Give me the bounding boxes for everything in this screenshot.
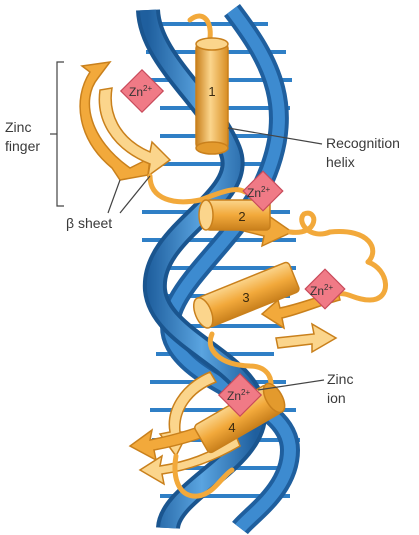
- svg-text:Zn2+: Zn2+: [129, 84, 152, 99]
- svg-text:Zn2+: Zn2+: [227, 388, 250, 403]
- svg-text:Zn2+: Zn2+: [247, 185, 270, 200]
- recognition-helix-leader: [227, 127, 323, 145]
- zinc-finger-2: 2 Zn2+: [197, 170, 333, 248]
- helix-number-1: 1: [208, 84, 215, 99]
- zinc-ion-2: Zn2+: [242, 170, 284, 212]
- label-zinc-finger: Zinc finger: [5, 119, 40, 154]
- zinc-ion-1: Zn2+: [119, 68, 165, 114]
- zinc-finger-1: 1 Zn2+: [79, 13, 229, 205]
- beta-sheet-4c: [138, 434, 241, 486]
- zinc-finger-4: 4 Zn2+: [128, 371, 286, 499]
- zinc-finger-3: 3 Zn2+: [192, 229, 388, 381]
- zinc-finger-bracket: [50, 61, 64, 207]
- zinc-ion-4: Zn2+: [217, 372, 263, 418]
- beta-sheet-leaders: [107, 175, 151, 214]
- label-recognition-helix: Recognition helix: [326, 135, 404, 170]
- label-zinc-ion: Zinc ion: [327, 371, 357, 406]
- helix-number-4: 4: [228, 420, 235, 435]
- helix-number-3: 3: [242, 290, 249, 305]
- zinc-ion-3: Zn2+: [304, 268, 346, 310]
- zinc-ion-leader: [257, 379, 325, 391]
- recognition-helix-4: [194, 382, 286, 454]
- recognition-helix-3: [192, 261, 300, 329]
- helix-number-2: 2: [238, 209, 245, 224]
- svg-text:Zn2+: Zn2+: [310, 283, 333, 298]
- label-beta-sheet: β sheet: [66, 215, 112, 231]
- beta-sheet-3b: [275, 322, 338, 354]
- recognition-helix-2: [198, 199, 271, 231]
- beta-sheet-1a: [79, 61, 151, 181]
